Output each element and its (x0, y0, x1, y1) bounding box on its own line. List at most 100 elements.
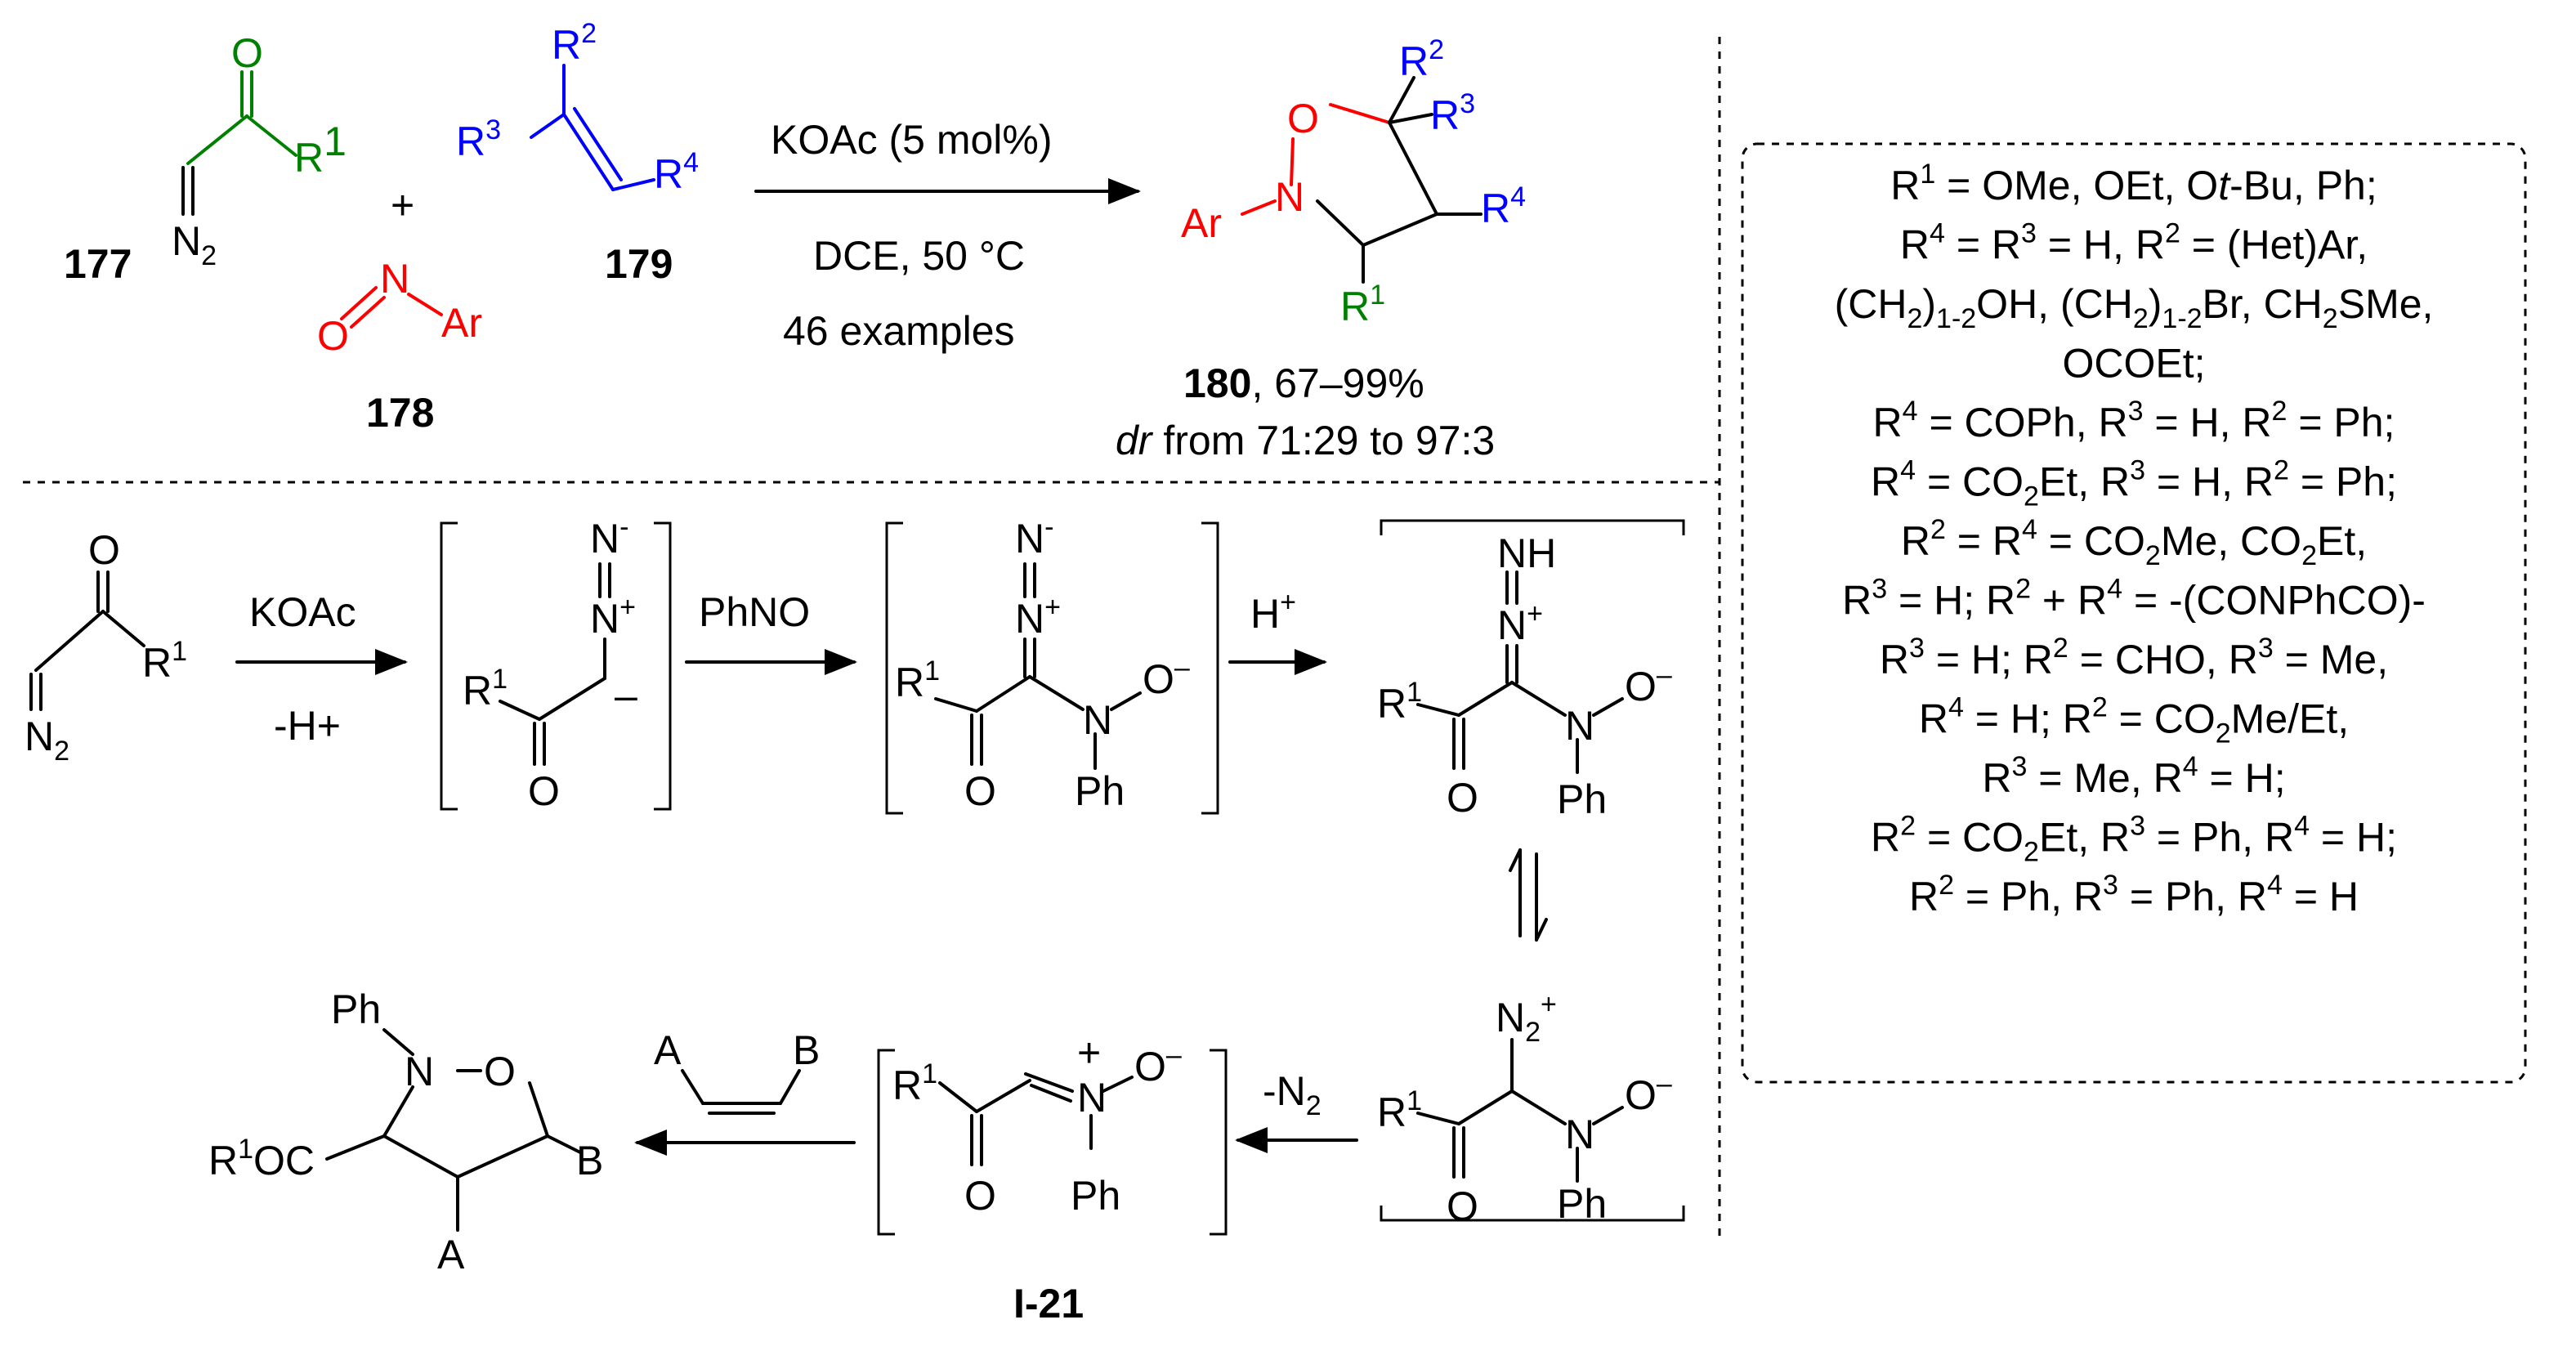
scope-line: R2 = CO2Et, R3 = Ph, R4 = H; (1871, 811, 2397, 868)
svg-text:O–: O– (1143, 652, 1190, 702)
svg-text:R4: R4 (654, 147, 699, 197)
svg-text:A: A (654, 1027, 682, 1073)
svg-text:R2: R2 (1399, 34, 1444, 84)
mech-arrow-5: A B (634, 1027, 856, 1156)
svg-text:R1: R1 (142, 636, 187, 686)
top-reaction-arrow: KOAc (5 mol%) DCE, 50 °C 46 examples (754, 117, 1141, 354)
svg-text:R1OC: R1OC (208, 1134, 315, 1183)
svg-text:R1: R1 (294, 119, 347, 181)
svg-text:R1: R1 (895, 655, 940, 705)
svg-text:A: A (437, 1232, 465, 1277)
svg-text:O: O (528, 768, 560, 814)
svg-text:-N2: -N2 (1263, 1068, 1322, 1121)
svg-text:R2: R2 (552, 18, 597, 68)
svg-text:46 examples: 46 examples (783, 308, 1015, 354)
dr-range: dr from 71:29 to 97:3 (1116, 418, 1495, 463)
scope-list: R1 = OMe, OEt, Ot-Bu, Ph;R4 = R3 = H, R2… (1835, 159, 2434, 919)
scope-line: R2 = R4 = CO2Me, CO2Et, (1901, 514, 2367, 571)
mech-arrow-4: -N2 (1235, 1068, 1358, 1153)
svg-text:N: N (1083, 697, 1112, 743)
svg-text:B: B (576, 1138, 603, 1183)
svg-text:KOAc (5 mol%): KOAc (5 mol%) (771, 117, 1053, 163)
compound-177: O R1 N2 177 (64, 30, 347, 287)
svg-text:N: N (380, 256, 409, 302)
mech-arrow-2: PhNO (685, 589, 857, 675)
mech-arrow-1: KOAc -H+ (235, 589, 408, 749)
mech-product-isoxazolidine: Ph N O R1OC B A (208, 986, 603, 1277)
mech-intermediate-2: N- N+ R1 O N O– Ph (885, 512, 1219, 815)
svg-text:R1: R1 (1377, 677, 1422, 727)
svg-text:N2: N2 (172, 218, 217, 271)
svg-text:NH: NH (1497, 530, 1556, 576)
svg-text:N+: N+ (590, 592, 636, 642)
svg-text:O: O (964, 1173, 996, 1219)
svg-text:Ph: Ph (1557, 1181, 1607, 1227)
svg-text:+: + (1077, 1030, 1101, 1076)
svg-text:N+: N+ (1497, 598, 1543, 648)
svg-text:O: O (964, 768, 996, 814)
svg-text:H+: H+ (1250, 587, 1296, 637)
label-180-yield: 180, 67–99% (1183, 360, 1424, 406)
svg-text:R1: R1 (892, 1058, 937, 1108)
scope-line: R3 = H; R2 = CHO, R3 = Me, (1880, 633, 2388, 682)
svg-text:O–: O– (1625, 1068, 1672, 1118)
svg-text:R1: R1 (463, 664, 508, 714)
svg-text:R4: R4 (1481, 181, 1526, 231)
svg-text:O: O (317, 313, 349, 359)
compound-180: O N Ar R1 R2 R3 R4 180, 67–99% dr from 7… (1116, 34, 1526, 463)
svg-text:N: N (1275, 174, 1304, 220)
svg-text:DCE, 50 °C: DCE, 50 °C (813, 233, 1025, 279)
svg-text:O: O (88, 527, 120, 573)
equilibrium-arrows (1509, 848, 1548, 942)
label-179: 179 (605, 241, 673, 287)
scope-line: OCOEt; (2062, 341, 2205, 387)
scope-line: (CH2)1-2OH, (CH2)1-2Br, CH2SMe, (1835, 281, 2434, 334)
compound-179: R2 R3 R4 179 (456, 18, 699, 287)
scope-line: R3 = H; R2 + R4 = -(CONPhCO)- (1842, 574, 2426, 624)
plus-sign: + (391, 182, 414, 228)
svg-text:O: O (1447, 775, 1478, 821)
svg-text:N+: N+ (1015, 592, 1061, 642)
svg-text:O–: O– (1134, 1040, 1182, 1089)
svg-text:N2+: N2+ (1496, 989, 1557, 1048)
svg-text:KOAc: KOAc (249, 589, 356, 635)
mech-intermediate-1: N- N+ R1 O – (440, 512, 672, 814)
svg-text:B: B (793, 1027, 820, 1073)
svg-text:–: – (615, 673, 637, 718)
svg-text:Ph: Ph (331, 986, 381, 1032)
svg-text:R1: R1 (1340, 280, 1385, 329)
mech-intermediate-I21: R1 O + N O– Ph I-21 (877, 1030, 1228, 1326)
scope-line: R2 = Ph, R3 = Ph, R4 = H (1909, 870, 2359, 919)
scope-line: R4 = COPh, R3 = H, R2 = Ph; (1873, 396, 2395, 445)
svg-text:Ph: Ph (1075, 768, 1125, 814)
svg-text:N: N (405, 1049, 434, 1094)
svg-text:O: O (1287, 96, 1319, 141)
label-177: 177 (64, 241, 132, 287)
svg-text:R1: R1 (1377, 1085, 1422, 1135)
svg-text:N-: N- (590, 512, 628, 561)
label-I-21: I-21 (1013, 1281, 1084, 1326)
scope-line: R4 = R3 = H, R2 = (Het)Ar, (1900, 218, 2368, 268)
mech-start-diazo: O R1 N2 (25, 527, 187, 767)
scope-line: R4 = CO2Et, R3 = H, R2 = Ph; (1871, 455, 2397, 512)
svg-text:N: N (1565, 1112, 1594, 1157)
svg-text:R3: R3 (1430, 88, 1475, 138)
svg-text:O–: O– (1625, 660, 1672, 709)
svg-text:N: N (1565, 703, 1594, 749)
svg-text:Ar: Ar (441, 300, 482, 346)
compound-178: O N Ar 178 (317, 256, 482, 436)
scope-line: R4 = H; R2 = CO2Me/Et, (1919, 692, 2349, 749)
svg-text:N2: N2 (25, 714, 69, 767)
svg-text:O: O (484, 1049, 516, 1094)
label-178: 178 (366, 390, 434, 436)
svg-text:N: N (1077, 1075, 1107, 1121)
svg-text:O: O (1447, 1183, 1478, 1229)
mech-arrow-3: H+ (1228, 587, 1327, 675)
mech-intermediate-4: N2+ R1 O N O– Ph (1377, 989, 1685, 1229)
svg-text:N-: N- (1015, 512, 1053, 561)
svg-text:Ph: Ph (1557, 776, 1607, 822)
svg-text:PhNO: PhNO (699, 589, 810, 635)
mech-intermediate-3: NH N+ R1 O N O– Ph (1377, 519, 1685, 822)
svg-text:Ph: Ph (1071, 1173, 1120, 1219)
